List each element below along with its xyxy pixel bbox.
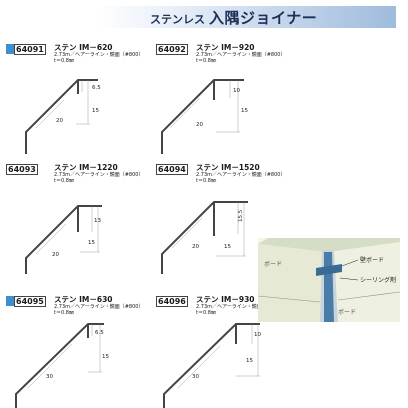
profile-drawing: 10 15 30 bbox=[163, 323, 261, 408]
product-thickness: t＝0.8㎜ bbox=[196, 178, 216, 184]
dim-height: 15 bbox=[88, 240, 95, 246]
product-64091: 64091 ステン IM－620 2.73m／ヘアーライン・鏡面（#800） t… bbox=[6, 43, 196, 164]
product-meta: ステン IM－630 2.73m／ヘアーライン・鏡面（#800） t＝0.8㎜ bbox=[54, 295, 143, 316]
product-thickness: t＝0.8㎜ bbox=[196, 310, 216, 316]
product-64094: 64094 ステン IM－1520 2.73m／ヘアーライン・鏡面（#800） … bbox=[156, 163, 346, 284]
product-thickness: t＝0.8㎜ bbox=[196, 58, 216, 64]
profile-drawing: 10 15 20 bbox=[161, 79, 248, 154]
product-spec: 2.73m／ヘアーライン・鏡面（#800） bbox=[54, 304, 144, 310]
dim-height: 15 bbox=[246, 358, 253, 364]
product-meta: ステン IM－1520 2.73m／ヘアーライン・鏡面（#800） t＝0.8㎜ bbox=[196, 163, 285, 184]
dim-web: 20 bbox=[196, 122, 203, 128]
marker-square bbox=[6, 44, 16, 54]
dim-top: 6.5 bbox=[95, 330, 104, 336]
product-spec: 2.73m／ヘアーライン・鏡面（#800） bbox=[196, 52, 286, 58]
product-model: ステン IM－930 bbox=[196, 295, 255, 304]
profile-drawing: 6.5 15 20 bbox=[25, 79, 101, 154]
label-sealant: シーリング剤 bbox=[360, 276, 396, 284]
dim-web: 30 bbox=[46, 374, 53, 380]
product-meta: ステン IM－620 2.73m／ヘアーライン・鏡面（#800） t＝0.8㎜ bbox=[54, 43, 143, 64]
product-spec: 2.73m／ヘアーライン・鏡面（#800） bbox=[196, 172, 286, 178]
dim-web: 30 bbox=[192, 374, 199, 380]
product-spec: 2.73m／ヘアーライン・鏡面（#800） bbox=[54, 172, 144, 178]
product-code: 64092 bbox=[156, 44, 188, 55]
label-board-right: ボード bbox=[338, 308, 356, 316]
product-64096: 64096 ステン IM－930 2.73m／ヘアーライン・鏡面（#800） t… bbox=[156, 295, 346, 408]
profile-drawing: 6.5 15 30 bbox=[15, 323, 109, 408]
product-model: ステン IM－630 bbox=[54, 295, 113, 304]
label-board-left: ボード bbox=[264, 260, 282, 268]
illustration-drawing: 壁ボード シーリング剤 ボード ボード bbox=[258, 238, 400, 322]
product-thickness: t＝0.8㎜ bbox=[54, 310, 74, 316]
product-model: ステン IM－920 bbox=[196, 43, 255, 52]
product-64093: 64093 ステン IM－1220 2.73m／ヘアーライン・鏡面（#800） … bbox=[6, 163, 196, 284]
product-code: 64094 bbox=[156, 164, 188, 175]
profile-drawing: 13 15 20 bbox=[25, 205, 102, 274]
label-wallboard: 壁ボード bbox=[360, 256, 384, 264]
product-64092: 64092 ステン IM－920 2.73m／ヘアーライン・鏡面（#800） t… bbox=[156, 43, 346, 164]
marker-square bbox=[6, 296, 16, 306]
product-code: 64095 bbox=[14, 296, 46, 307]
dim-web: 20 bbox=[192, 244, 199, 250]
product-meta: ステン IM－920 2.73m／ヘアーライン・鏡面（#800） t＝0.8㎜ bbox=[196, 43, 285, 64]
product-model: ステン IM－1520 bbox=[196, 163, 260, 172]
installation-illustration: 壁ボード シーリング剤 ボード ボード bbox=[258, 238, 400, 322]
dim-top: 10 bbox=[254, 332, 261, 338]
product-meta: ステン IM－930 2.73m／ヘアーライン・鏡面（#800） t＝0.8㎜ bbox=[196, 295, 285, 316]
product-thickness: t＝0.8㎜ bbox=[54, 58, 74, 64]
product-thickness: t＝0.8㎜ bbox=[54, 178, 74, 184]
product-code: 64096 bbox=[156, 296, 188, 307]
dim-top: 10 bbox=[233, 88, 240, 94]
dim-top: 6.5 bbox=[92, 85, 101, 91]
dim-web: 20 bbox=[56, 118, 63, 124]
dim-height: 15 bbox=[224, 244, 231, 250]
page-title: ステンレス 入隅ジョイナー bbox=[150, 7, 317, 27]
dim-web: 20 bbox=[52, 252, 59, 258]
title-main: 入隅ジョイナー bbox=[209, 9, 318, 27]
product-model: ステン IM－1220 bbox=[54, 163, 118, 172]
dim-top: 13 bbox=[94, 218, 101, 224]
product-64095: 64095 ステン IM－630 2.73m／ヘアーライン・鏡面（#800） t… bbox=[6, 295, 196, 408]
product-spec: 2.73m／ヘアーライン・鏡面（#800） bbox=[54, 52, 144, 58]
dim-top: 15.5 bbox=[238, 209, 244, 222]
profile-drawing: 15.5 15 20 bbox=[161, 201, 248, 274]
title-band bbox=[96, 6, 396, 28]
product-code: 64093 bbox=[6, 164, 38, 175]
dim-height: 15 bbox=[102, 354, 109, 360]
title-category: ステンレス bbox=[150, 13, 205, 26]
dim-height: 15 bbox=[241, 108, 248, 114]
product-code: 64091 bbox=[14, 44, 46, 55]
product-spec: 2.73m／ヘアーライン・鏡面（#800） bbox=[196, 304, 286, 310]
product-meta: ステン IM－1220 2.73m／ヘアーライン・鏡面（#800） t＝0.8㎜ bbox=[54, 163, 143, 184]
product-model: ステン IM－620 bbox=[54, 43, 113, 52]
dim-height: 15 bbox=[92, 108, 99, 114]
